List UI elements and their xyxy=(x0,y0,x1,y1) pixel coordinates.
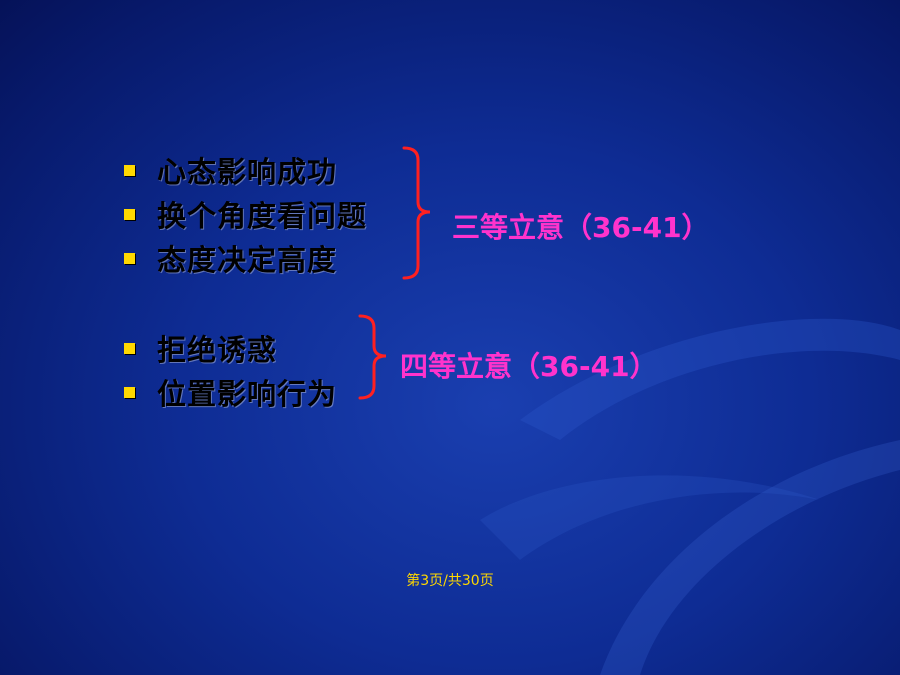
list-item: 态度决定高度 xyxy=(124,238,337,278)
item-text: 心态影响成功 xyxy=(157,155,338,189)
square-bullet-icon xyxy=(124,208,135,220)
square-bullet-icon xyxy=(124,164,135,176)
list-item: 换个角度看问题 xyxy=(124,194,367,234)
square-bullet-icon xyxy=(124,342,135,354)
item-text: 位置影响行为 xyxy=(157,377,338,411)
square-bullet-icon xyxy=(124,386,135,398)
item-text: 态度决定高度 xyxy=(157,243,338,277)
item-text: 换个角度看问题 xyxy=(157,199,368,233)
item-text: 拒绝诱惑 xyxy=(157,333,278,367)
group-label-four: 四等立意（36-41） xyxy=(400,350,658,383)
group-label-three: 三等立意（36-41） xyxy=(452,211,710,244)
list-item: 拒绝诱惑 xyxy=(124,328,277,368)
list-item: 位置影响行为 xyxy=(124,372,337,412)
page-number: 第3页/共30页 xyxy=(406,573,494,589)
list-item: 心态影响成功 xyxy=(124,150,337,190)
square-bullet-icon xyxy=(124,252,135,264)
